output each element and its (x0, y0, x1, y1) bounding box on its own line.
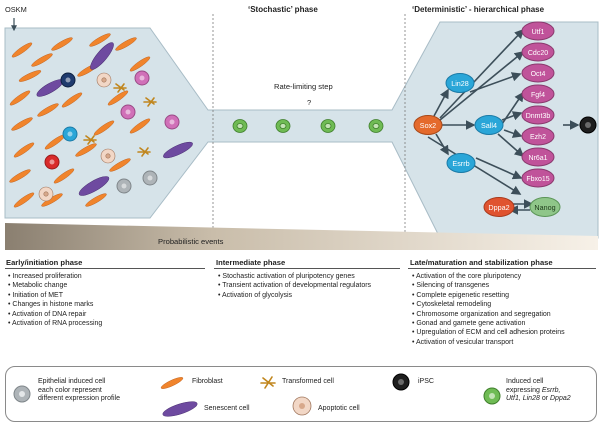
intermediate-divider (214, 268, 400, 269)
legend-apoptotic-text: Apoptotic cell (318, 405, 360, 412)
svg-text:Nanog: Nanog (534, 203, 555, 212)
node-fbxo15: Fbxo15 (526, 176, 549, 183)
legend-transformed-text: Transformed cell (282, 378, 334, 385)
probabilistic-label: Probabilistic events (158, 237, 224, 246)
list-item: Transient activation of developmental re… (218, 281, 371, 290)
legend-icons (13, 373, 501, 417)
fibroblast-legend-icon (160, 377, 184, 389)
node-oct4: Oct4 (531, 71, 546, 78)
list-item: Metabolic change (8, 281, 102, 290)
reprogramming-diagram: Sox2 Lin28 Sall4 Esrrb Dppa2 Nanog Utf1 … (4, 14, 599, 250)
early-phase-list: Increased proliferation Metabolic change… (8, 272, 102, 328)
ipsc-legend-icon (392, 373, 410, 391)
svg-text:Lin28: Lin28 (451, 79, 469, 88)
list-item: Activation of DNA repair (8, 310, 102, 319)
svg-text:Dppa2: Dppa2 (488, 203, 509, 212)
svg-text:Sox2: Sox2 (420, 121, 436, 130)
node-nanog: Nanog (529, 197, 561, 217)
early-divider (5, 268, 205, 269)
stochastic-phase-title: ‘Stochastic’ phase (248, 5, 318, 14)
node-ezh2: Ezh2 (530, 134, 546, 141)
late-phase-list: Activation of the core pluripotency Sile… (412, 272, 565, 347)
induced-legend-icon (483, 387, 501, 405)
svg-text:Esrrb: Esrrb (452, 159, 469, 168)
intermediate-phase-title: Intermediate phase (216, 258, 286, 267)
induced-cells (232, 119, 384, 133)
legend-induced-text: Induced cell expressing Esrrb, Utf1, Lin… (506, 378, 571, 403)
node-sox2: Sox2 (413, 115, 443, 135)
apoptotic-cells (38, 72, 116, 202)
epithelial-legend-icon (13, 385, 31, 403)
list-item: Gonad and gamete gene activation (412, 319, 565, 328)
list-item: Silencing of transgenes (412, 281, 565, 290)
node-esrrb: Esrrb (446, 153, 476, 173)
node-fgf4: Fgf4 (531, 92, 545, 99)
legend-epithelial-text: Epithelial induced cell each color repre… (38, 378, 120, 403)
intermediate-phase-list: Stochastic activation of pluripotency ge… (218, 272, 371, 300)
senescent-cells (36, 42, 193, 196)
target-gene-labels: Utf1 Cdc20 Oct4 Fgf4 Dnmt3b Ezh2 Nr6a1 F… (526, 29, 551, 183)
late-phase-title: Late/maturation and stabilization phase (410, 258, 553, 267)
svg-text:Sall4: Sall4 (481, 121, 497, 130)
legend-fibroblast-text: Fibroblast (192, 378, 223, 385)
target-genes (521, 21, 555, 188)
node-cdc20: Cdc20 (528, 50, 548, 57)
list-item: Complete epigenetic resetting (412, 291, 565, 300)
node-dppa2: Dppa2 (483, 197, 515, 217)
list-item: Activation of glycolysis (218, 291, 371, 300)
node-utf1: Utf1 (532, 29, 545, 36)
list-item: Activation of RNA processing (8, 319, 102, 328)
list-item: Increased proliferation (8, 272, 102, 281)
network-arrows (427, 28, 580, 215)
node-dnmt3b: Dnmt3b (526, 113, 551, 120)
list-item: Initiation of MET (8, 291, 102, 300)
deterministic-phase-title: ‘Deterministic’ - hierarchical phase (412, 5, 545, 14)
list-item: Activation of vesicular transport (412, 338, 565, 347)
rate-limiting-question: ? (307, 98, 312, 107)
list-item: Cytoskeletal remodeling (412, 300, 565, 309)
rate-limiting-label: Rate-limiting step (274, 82, 333, 91)
list-item: Chromosome organization and segregation (412, 310, 565, 319)
fibroblast-cells (9, 33, 151, 208)
transformed-cells (83, 83, 157, 157)
list-item: Upregulation of ECM and cell adhesion pr… (412, 328, 564, 337)
probabilistic-bar (5, 223, 598, 250)
node-lin28: Lin28 (445, 73, 475, 93)
list-item: Stochastic activation of pluripotency ge… (218, 272, 371, 281)
epithelial-cells (44, 70, 180, 194)
ipsc-cell (579, 116, 597, 134)
late-divider (408, 268, 596, 269)
early-phase-title: Early/initiation phase (6, 258, 83, 267)
senescent-legend-icon (162, 401, 198, 417)
apoptotic-legend-icon (292, 396, 312, 416)
list-item: Changes in histone marks (8, 300, 102, 309)
legend-ipsc-text: iPSC (418, 378, 434, 385)
legend-senescent-text: Senescent cell (204, 405, 250, 412)
node-sall4: Sall4 (474, 115, 504, 135)
list-item: Activation of the core pluripotency (412, 272, 565, 281)
transformed-legend-icon (260, 376, 276, 389)
node-nr6a1: Nr6a1 (528, 155, 547, 162)
oskm-label: OSKM (5, 5, 27, 14)
